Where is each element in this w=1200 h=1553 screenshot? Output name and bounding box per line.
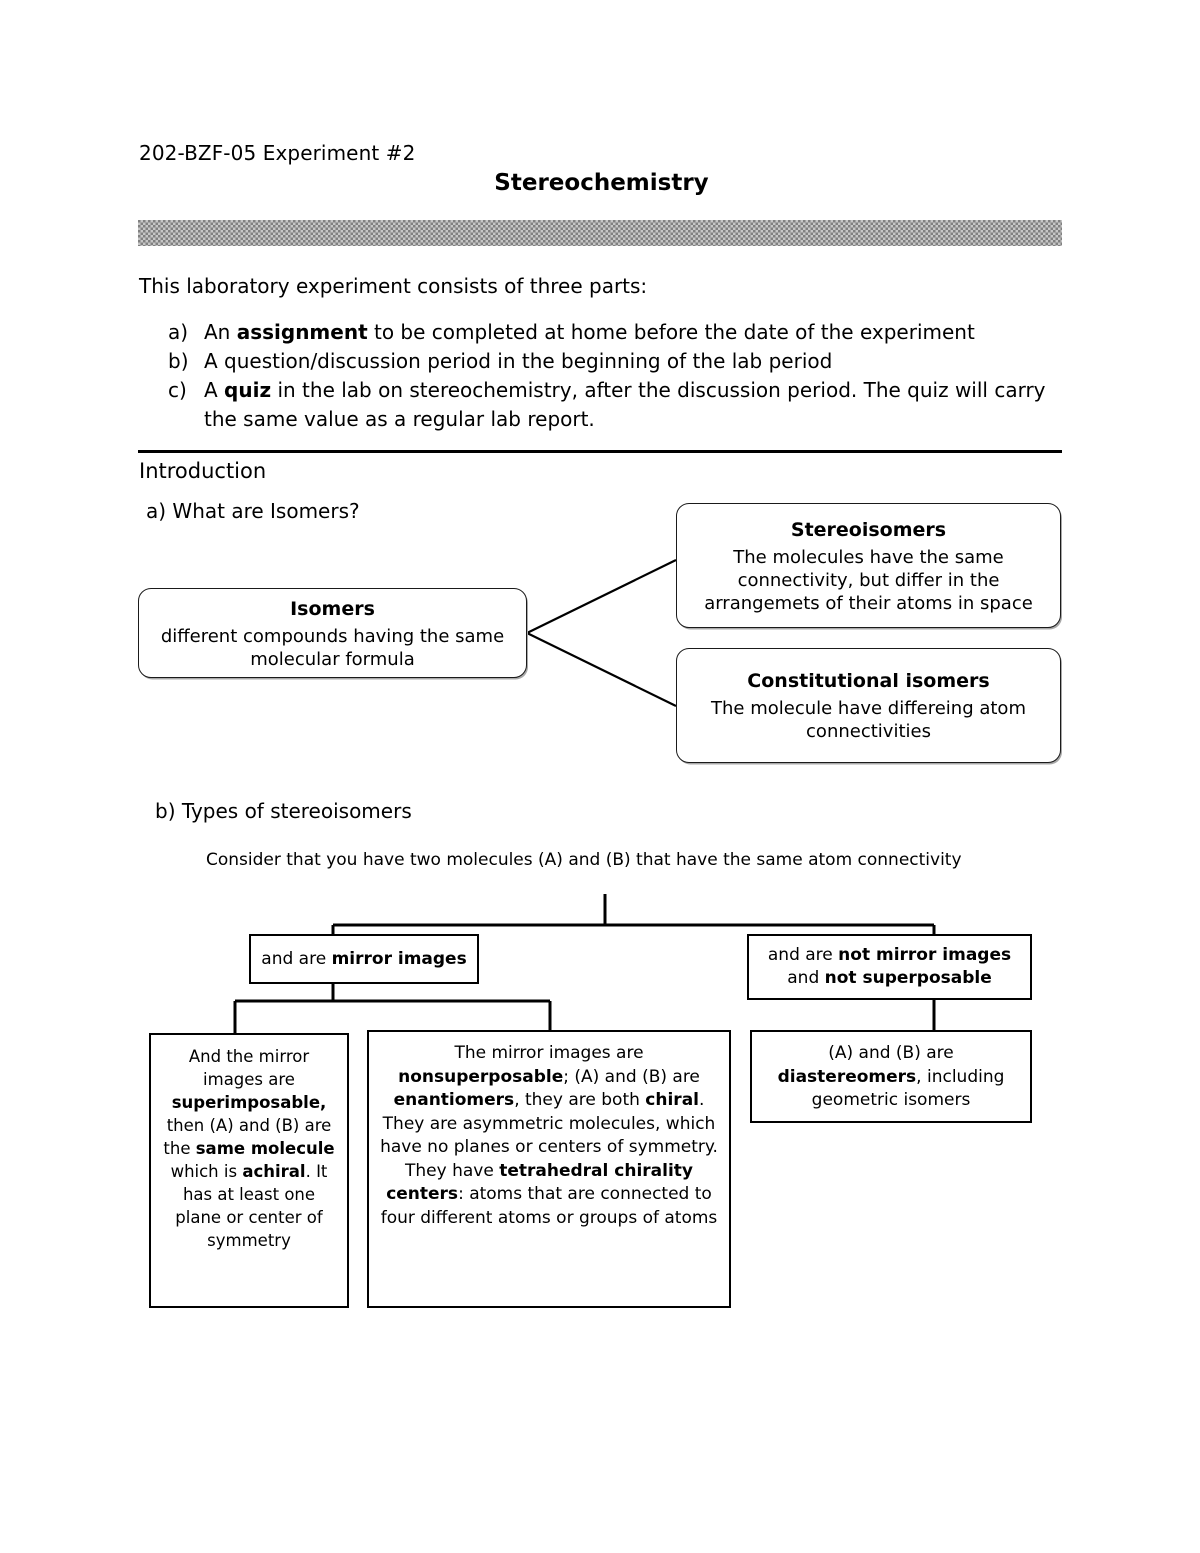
list-item-text: An assignment to be completed at home be… xyxy=(204,320,975,344)
subsection-b-label: b) Types of stereoisomers xyxy=(155,799,412,823)
list-marker: c) xyxy=(168,378,187,402)
box-description: The molecules have the same connectivity… xyxy=(704,546,1033,614)
box-title: Constitutional isomers xyxy=(747,670,990,692)
intro-lead-text: This laboratory experiment consists of t… xyxy=(139,274,648,298)
tree-box-text: The mirror images are nonsuperposable; (… xyxy=(380,1043,718,1228)
tree-box-text: (A) and (B) are diastereomers, including… xyxy=(777,1043,1005,1110)
list-item-text: A quiz in the lab on stereochemistry, af… xyxy=(204,378,1046,431)
subsection-a-label: a) What are Isomers? xyxy=(146,499,360,523)
box-title: Stereoisomers xyxy=(790,518,947,541)
section-heading: Introduction xyxy=(139,459,267,483)
section-divider xyxy=(138,450,1062,453)
diagram-box-constitutional-isomers: Constitutional isomers The molecule have… xyxy=(676,648,1061,763)
tree-box-enantiomers: The mirror images are nonsuperposable; (… xyxy=(367,1030,731,1308)
parts-list: a) An assignment to be completed at home… xyxy=(168,318,1068,434)
consider-statement: Consider that you have two molecules (A)… xyxy=(206,850,962,870)
list-item: c) A quiz in the lab on stereochemistry,… xyxy=(168,376,1068,434)
list-item-text: A question/discussion period in the begi… xyxy=(204,349,833,373)
box-description: The molecule have differeing atom connec… xyxy=(711,698,1026,742)
decorative-gray-bar xyxy=(138,220,1062,246)
box-title: Isomers xyxy=(290,597,375,620)
tree-box-mirror-images: and are mirror images xyxy=(249,934,479,984)
diagram-box-stereoisomers: Stereoisomers The molecules have the sam… xyxy=(676,503,1061,628)
box-description: different compounds having the same mole… xyxy=(160,625,505,670)
page-title: Stereochemistry xyxy=(494,170,709,196)
list-item: b) A question/discussion period in the b… xyxy=(168,347,1068,376)
list-marker: a) xyxy=(168,320,189,344)
course-code-line: 202-BZF-05 Experiment #2 xyxy=(139,141,416,165)
list-item: a) An assignment to be completed at home… xyxy=(168,318,1068,347)
tree-box-text: And the mirror images are superimposable… xyxy=(163,1047,335,1250)
tree-box-diastereomers: (A) and (B) are diastereomers, including… xyxy=(750,1030,1032,1123)
tree-box-text: and are mirror images xyxy=(261,948,467,969)
list-marker: b) xyxy=(168,349,189,373)
diagram-box-isomers: Isomers different compounds having the s… xyxy=(138,588,527,678)
tree-box-same-molecule: And the mirror images are superimposable… xyxy=(149,1033,349,1308)
